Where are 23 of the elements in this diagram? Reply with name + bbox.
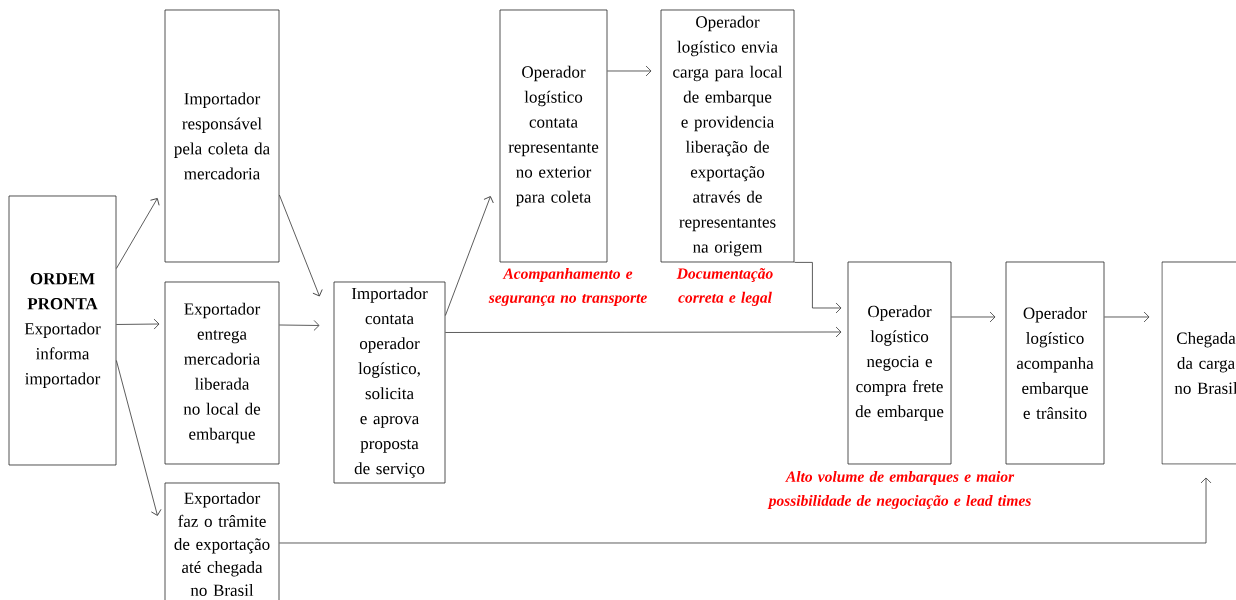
arrow: [445, 196, 494, 316]
process-box: Operador logístico negocia e compra frete de embarque: [847, 261, 952, 465]
arrow: [116, 318, 160, 330]
arrow: [116, 360, 162, 516]
arrow: [279, 477, 1212, 544]
process-box: ORDEM PRONTA Exportador informa importador: [8, 195, 117, 466]
process-box: Operador logístico contata representante no exterior para coleta: [499, 9, 608, 263]
arrow: [445, 326, 842, 338]
arrow: [279, 320, 320, 331]
arrow: [607, 65, 652, 77]
arrow: [794, 262, 842, 314]
process-box: Exportador faz o trâmite de exportação até chegada no Brasil: [164, 482, 280, 600]
process-box: Importador responsável pela coleta da mercadoria: [164, 9, 280, 263]
process-box: Operador logístico acompanha embarque e trânsito: [1005, 261, 1105, 465]
arrow: [1104, 311, 1150, 323]
note-text: Alto volume de embarques e maior possibilidade de negociação e lead times: [767, 470, 1031, 509]
arrow: [116, 198, 160, 269]
process-box: Exportador entrega mercadoria liberada no local de embarque: [164, 281, 280, 465]
process-box: Importador contata operador logístico, solicita e aprova proposta de serviço: [333, 281, 446, 484]
note-text: Acompanhamento e segurança no transporte: [488, 267, 647, 306]
arrow: [951, 311, 996, 323]
process-box: Operador logístico envia carga para local de embarque e providencia liberação de exportação através de representantes na origem: [660, 9, 795, 263]
arrow: [279, 194, 323, 297]
